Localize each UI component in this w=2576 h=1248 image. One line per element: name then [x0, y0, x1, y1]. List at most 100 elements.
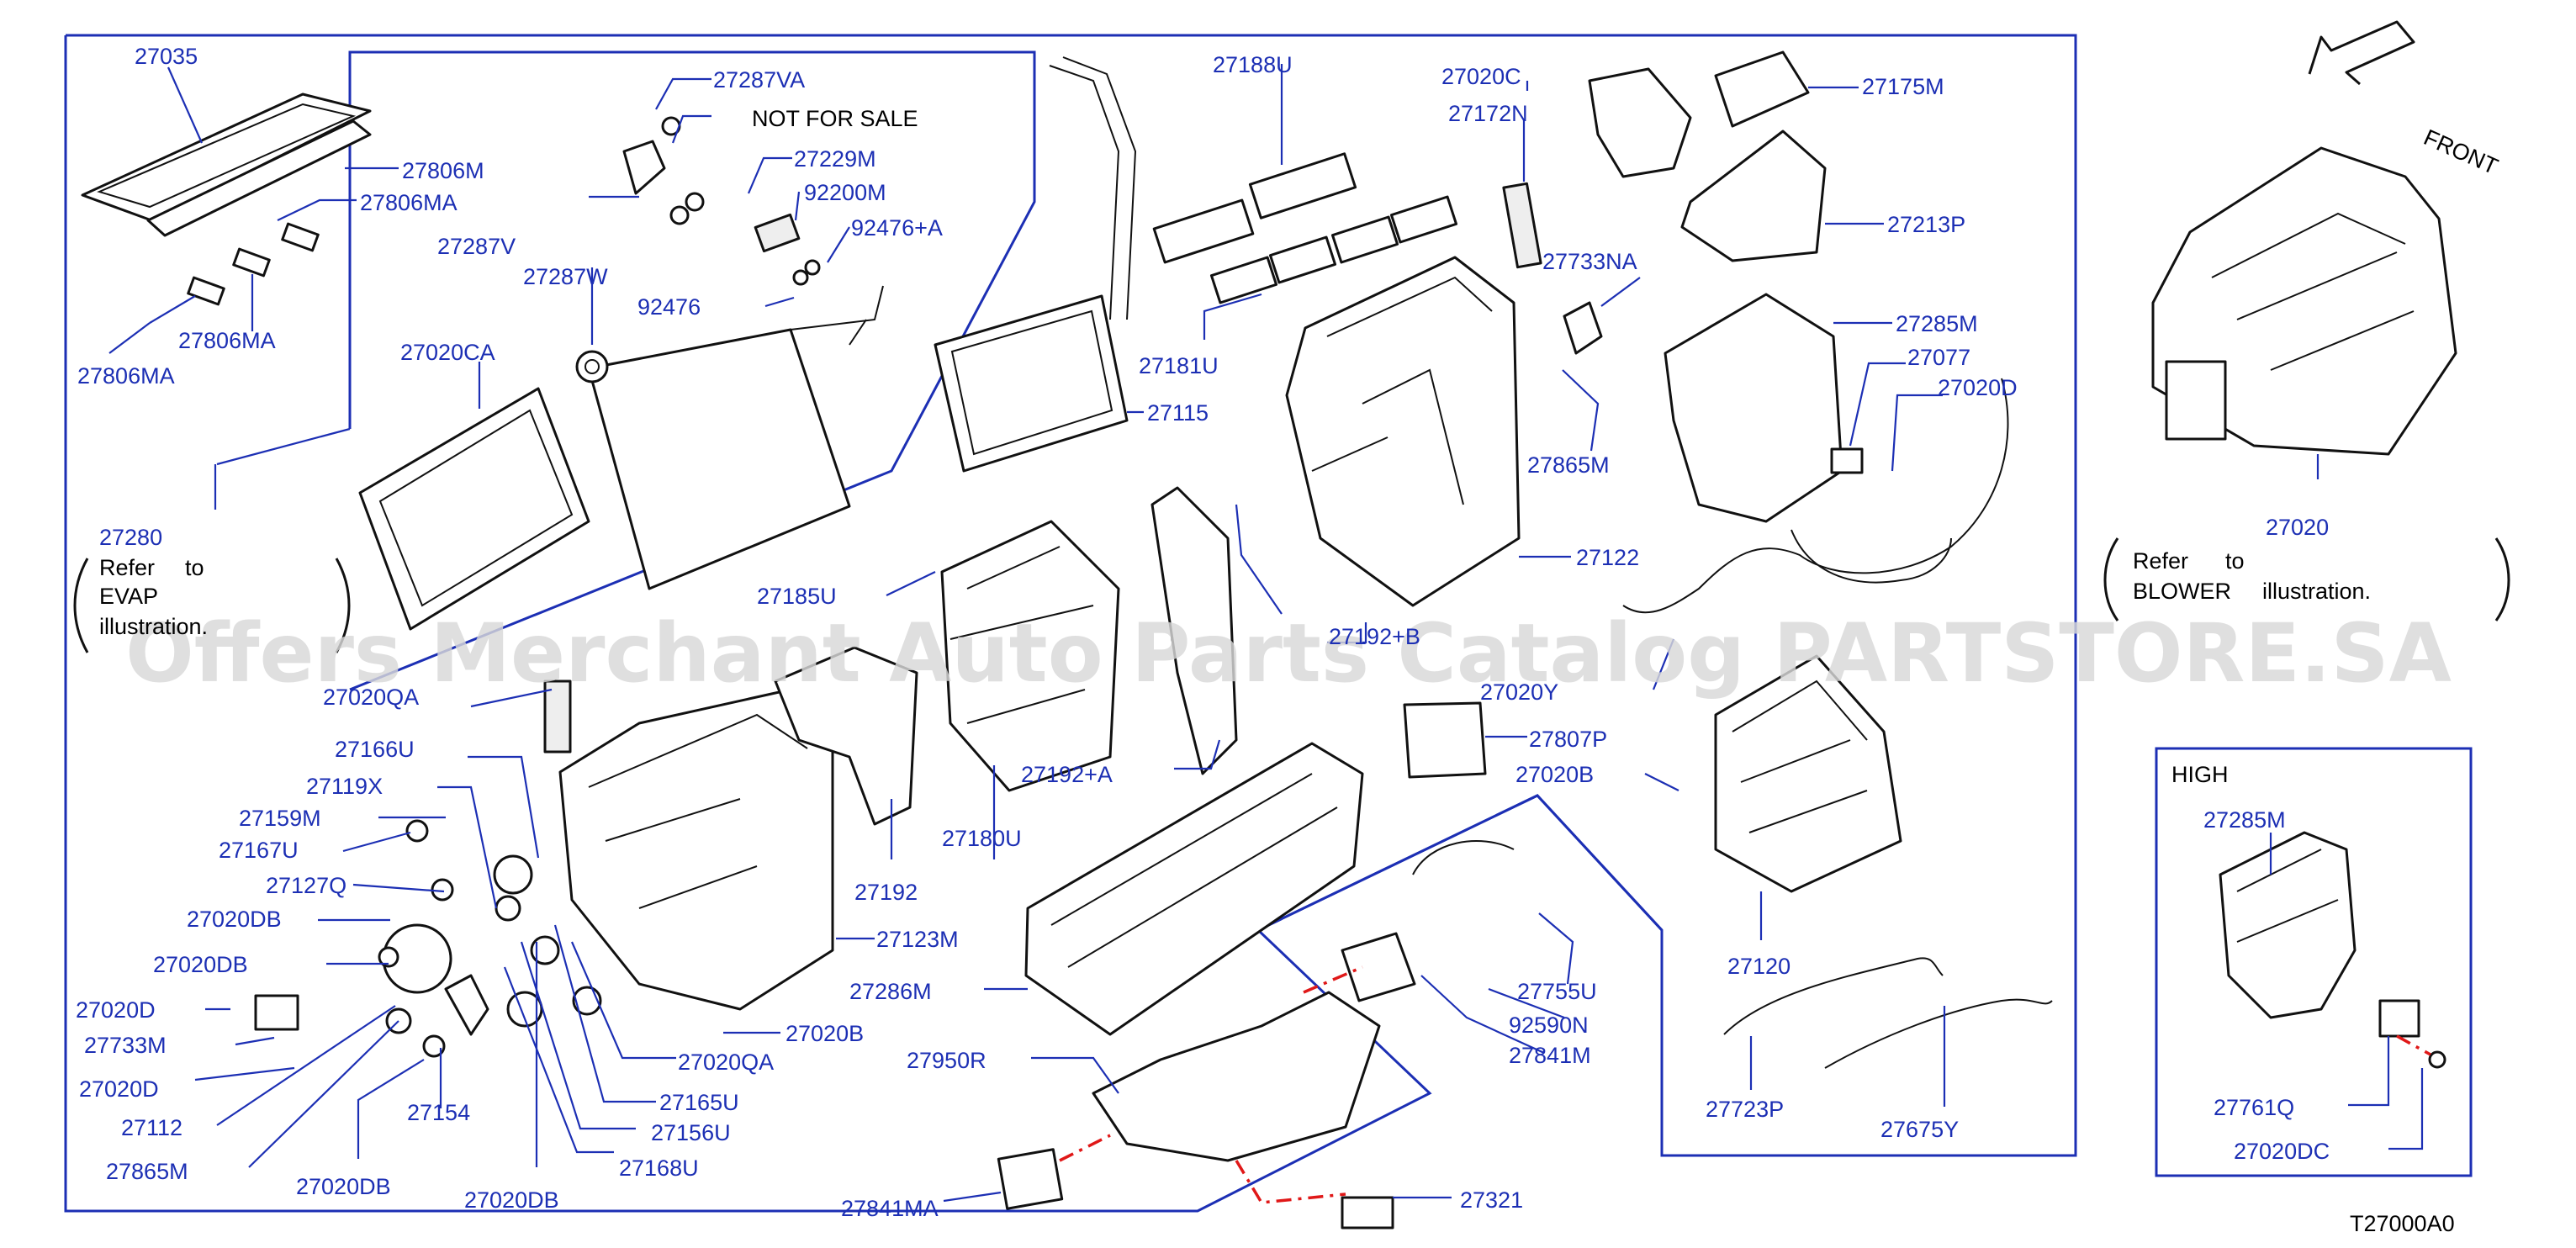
blower-ref-word-to: to [2225, 548, 2245, 574]
unit-assembly-drawing [2151, 20, 2457, 456]
mode-door-drawing [774, 486, 1238, 826]
label-92476: 92476 [637, 294, 701, 320]
evap-ref-word-illustration: illustration. [99, 614, 208, 639]
label-27020DB: 27020DB [296, 1174, 391, 1199]
label-27950R: 27950R [907, 1048, 986, 1073]
label-27841MA: 27841MA [841, 1196, 939, 1221]
label-27156U: 27156U [651, 1120, 731, 1145]
heater-case-drawing [543, 680, 834, 1011]
label-27020B: 27020B [1515, 762, 1594, 787]
label-27865M: 27865M [106, 1159, 188, 1184]
label-27806MA: 27806MA [360, 190, 458, 215]
not-for-sale-note: NOT FOR SALE [752, 106, 918, 131]
label-27180U: 27180U [942, 826, 1022, 851]
upper-case-drawing [1285, 256, 1521, 607]
label-27020DB: 27020DB [153, 952, 248, 977]
label-27020: 27020 [2266, 515, 2329, 540]
lower-case-drawing [1714, 654, 1902, 893]
label-27806MA: 27806MA [77, 363, 175, 389]
label-27020QA: 27020QA [678, 1050, 774, 1075]
watermark-text: Offers Merchant Auto Parts Catalog PARTS… [125, 606, 2452, 701]
label-27112: 27112 [121, 1115, 182, 1140]
label-27077: 27077 [1907, 345, 1970, 370]
label-27020DB: 27020DB [464, 1187, 559, 1213]
label-27806MA: 27806MA [178, 328, 276, 353]
label-27807P: 27807P [1529, 727, 1607, 752]
label-27020D: 27020D [76, 997, 156, 1023]
rear-duct-drawing [997, 840, 1515, 1229]
blower-ref-word-blower: BLOWER [2133, 579, 2231, 604]
label-27287V: 27287V [437, 234, 516, 259]
label-27192: 27192 [854, 880, 918, 905]
diagram-code: T27000A0 [2350, 1211, 2455, 1236]
label-27865M: 27865M [1527, 452, 1610, 478]
label-27020DC: 27020DC [2234, 1139, 2330, 1164]
blower-ref-word-illustration: illustration. [2262, 579, 2371, 604]
label-92200M: 92200M [804, 180, 886, 205]
label-27723P: 27723P [1706, 1097, 1784, 1122]
label-27123M: 27123M [876, 927, 959, 952]
label-27192A: 27192+A [1021, 762, 1113, 787]
label-27115: 27115 [1147, 400, 1209, 426]
front-direction-label: FRONT [2420, 124, 2502, 179]
label-27287VA: 27287VA [713, 67, 805, 93]
label-27020D: 27020D [79, 1076, 159, 1102]
evap-ref-bracket-right [335, 558, 351, 653]
wire-harness-drawing [1622, 378, 2009, 614]
actuator-cluster-drawing [254, 819, 602, 1058]
label-27166U: 27166U [335, 737, 415, 762]
blower-ref-bracket-right [2494, 537, 2510, 621]
high-grade-heading: HIGH [2171, 762, 2229, 787]
evap-ref-word-evap: EVAP [99, 584, 158, 609]
label-27181U: 27181U [1139, 353, 1219, 378]
blower-ref-bracket-left [2103, 537, 2119, 621]
blower-ref-word-refer: Refer [2133, 548, 2188, 574]
floor-duct-drawing [1024, 701, 1487, 1036]
label-27020D: 27020D [1938, 375, 2018, 400]
label-27122: 27122 [1576, 545, 1639, 570]
label-92476A: 92476+A [851, 215, 943, 241]
label-27020Y: 27020Y [1480, 680, 1558, 705]
label-27119X: 27119X [306, 774, 383, 799]
label-27127Q: 27127Q [266, 873, 346, 898]
sub-harness-drawing [1723, 957, 2053, 1069]
label-27020QA: 27020QA [323, 685, 419, 710]
label-27120: 27120 [1727, 954, 1791, 979]
sensor-parts-drawing [622, 116, 821, 286]
label-92590N: 92590N [1509, 1013, 1589, 1038]
case-brackets-drawing [1502, 50, 1864, 523]
high-grade-frame [2155, 747, 2473, 1177]
label-27020CA: 27020CA [400, 340, 495, 365]
label-27755U: 27755U [1517, 979, 1597, 1004]
filter-frames-drawing [81, 93, 372, 306]
label-27154: 27154 [407, 1100, 470, 1125]
leader-lines [108, 64, 2424, 1203]
part-drawings [73, 20, 2510, 1229]
evap-ref-word-to: to [185, 555, 204, 580]
label-27733M: 27733M [84, 1033, 167, 1058]
part-labels: 27035 27806M 27806MA 27806MA 27806MA 272… [76, 44, 2502, 1236]
label-27188U: 27188U [1213, 52, 1293, 77]
label-27175M: 27175M [1862, 74, 1944, 99]
label-27185U: 27185U [757, 584, 837, 609]
label-27287W: 27287W [523, 264, 608, 289]
evaporator-drawing [358, 285, 884, 631]
label-27159M: 27159M [239, 806, 321, 831]
evap-ref-part: 27280 [99, 525, 162, 550]
label-27168U: 27168U [619, 1155, 699, 1181]
label-27167U: 27167U [219, 838, 299, 863]
label-27841M: 27841M [1509, 1043, 1591, 1068]
label-27213P: 27213P [1887, 212, 1965, 237]
label-27806M: 27806M [402, 158, 484, 183]
label-27733NA: 27733NA [1542, 249, 1637, 274]
evap-ref-bracket-left [73, 558, 89, 653]
label-27285M: 27285M [1896, 311, 1978, 336]
evap-ref-word-refer: Refer [99, 555, 155, 580]
label-27020B: 27020B [785, 1021, 864, 1046]
high-grade-bracket-drawing [2219, 831, 2446, 1069]
label-27165U: 27165U [659, 1090, 739, 1115]
label-27035: 27035 [135, 44, 198, 69]
label-27172N: 27172N [1448, 101, 1528, 126]
label-27761Q: 27761Q [2214, 1095, 2294, 1120]
